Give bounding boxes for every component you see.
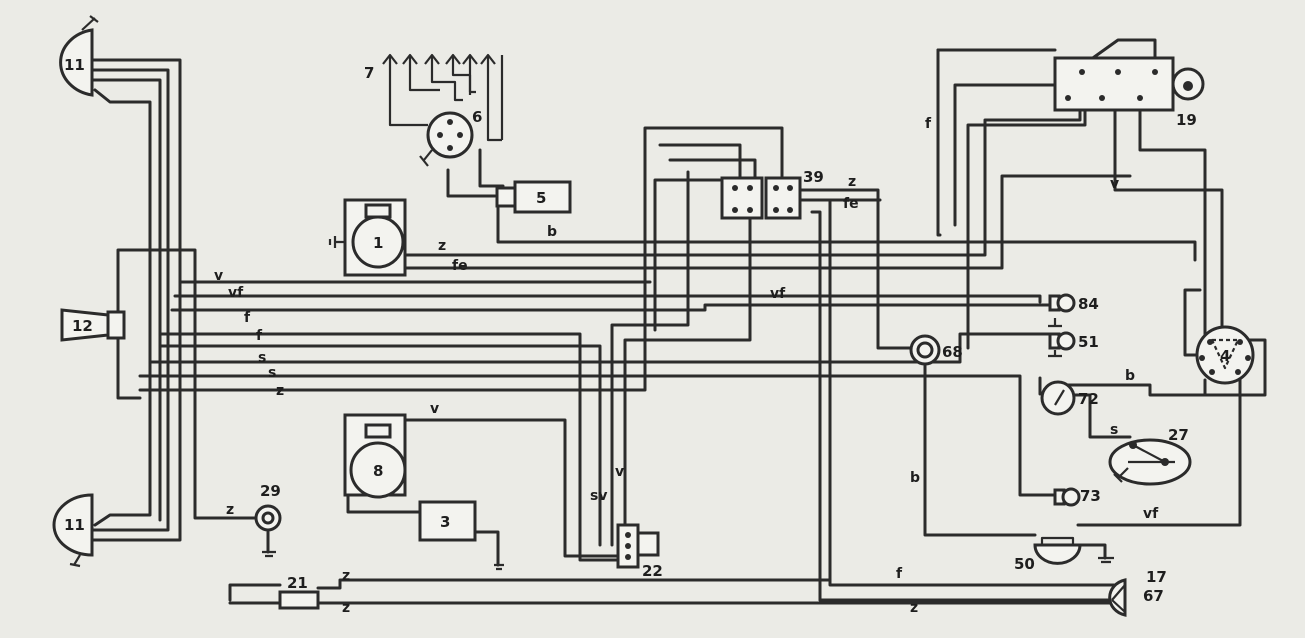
horn-side: 12	[60, 308, 126, 342]
socket: 4	[1195, 325, 1255, 385]
wire-label-z-2: z	[438, 238, 446, 254]
wire-label-fe-2: fe	[843, 196, 859, 212]
wire-label-v: v	[214, 268, 223, 284]
wire-label-f-1: f	[244, 310, 251, 326]
wire-label-f-2: f	[256, 328, 263, 344]
wire-label-vf-3: vf	[1143, 506, 1159, 522]
gauge-label: 72	[1078, 390, 1099, 408]
lamp-73-label: 73	[1080, 487, 1101, 505]
rear-lamp: 17 67	[1108, 568, 1167, 617]
headlamp-top-label: 11	[64, 56, 85, 74]
wire-label-s-2: s	[268, 365, 276, 381]
wire-label-b-2: b	[1125, 368, 1135, 384]
wire-labels: v vf f f s s z z fe b v vf z fe f v b s …	[214, 116, 1159, 616]
headlamp-bottom-label: 11	[64, 516, 85, 534]
wire-label-v-4: v	[615, 464, 624, 480]
wire-label-vf-2: vf	[770, 286, 786, 302]
lamp-68: 68	[909, 334, 963, 366]
spark-plugs-label: 7	[364, 64, 374, 82]
warning-lamp-84-label: 84	[1078, 295, 1099, 313]
wire-label-z-5: z	[342, 568, 350, 584]
tail-lamp: 50	[1014, 536, 1082, 573]
connector: 21	[278, 574, 320, 610]
generator-label: 1	[373, 234, 383, 252]
brake-switch-label: 22	[642, 562, 663, 580]
wire-label-z-1: z	[276, 383, 284, 399]
distributor-label: 6	[472, 108, 482, 126]
gauge: 72	[1040, 380, 1099, 416]
fuel-sender: 27	[1108, 426, 1192, 486]
distributor: 6 7	[364, 53, 496, 167]
connector-label: 21	[287, 574, 308, 592]
rear-lamp-b-label: 67	[1143, 587, 1164, 605]
wire-label-f-4: f	[896, 566, 903, 582]
wire-label-f-3: f	[925, 116, 932, 132]
lamp-73: 73	[1053, 487, 1101, 507]
tail-lamp-label: 50	[1014, 555, 1035, 573]
wire-label-fe-1: fe	[452, 258, 468, 274]
wire-label-vf: vf	[228, 285, 244, 301]
wire-label-v-3: v	[1110, 176, 1119, 192]
wire-label-z-3: z	[848, 174, 856, 190]
warning-lamp-84: 84	[1048, 293, 1099, 313]
wire-label-s-1: s	[258, 350, 266, 366]
fuel-sender-label: 27	[1168, 426, 1189, 444]
wire-label-z-4: z	[226, 502, 234, 518]
brake-switch: 22	[616, 523, 663, 580]
wire-label-z-6: z	[342, 600, 350, 616]
wire-label-v-2: v	[430, 401, 439, 417]
headlamp-top: 11	[59, 15, 99, 97]
regulator-label: 3	[440, 513, 450, 531]
lamp-68-label: 68	[942, 343, 963, 361]
wire-label-b-3: b	[910, 470, 920, 486]
generator: 1	[343, 198, 407, 277]
warning-lamp-51: 51	[1048, 331, 1099, 351]
warning-lamp-51-label: 51	[1078, 333, 1099, 351]
horn-side-label: 12	[72, 317, 93, 335]
wire-label-s-3: s	[1110, 422, 1118, 438]
ignition-switch-label: 19	[1176, 111, 1197, 129]
pressure-switch: 29	[254, 482, 282, 532]
junction-box-label: 39	[803, 168, 824, 186]
pressure-switch-label: 29	[260, 482, 281, 500]
starter: 8	[343, 413, 407, 499]
ignition-coil-label: 5	[536, 189, 546, 207]
socket-label: 4	[1220, 347, 1230, 365]
wires	[90, 38, 1267, 605]
regulator: 3	[418, 500, 477, 542]
headlamp-bottom: 11	[52, 493, 94, 568]
wire-label-b-1: b	[547, 224, 557, 240]
starter-label: 8	[373, 462, 383, 480]
wire-label-sv: sv	[590, 488, 607, 504]
rear-lamp-a-label: 17	[1146, 568, 1167, 586]
ignition-coil: 5	[495, 180, 572, 214]
wire-label-z-7: z	[910, 600, 918, 616]
ignition-switch: 19	[1053, 56, 1205, 129]
junction-box: 39	[720, 168, 824, 220]
